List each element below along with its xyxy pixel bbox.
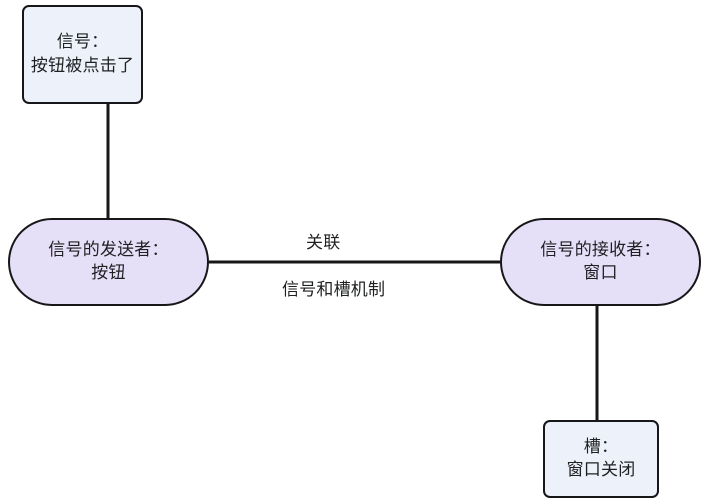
node-signal-receiver[interactable]: 信号的接收者： 窗口	[500, 218, 701, 306]
node-signal[interactable]: 信号： 按钮被点击了	[22, 5, 143, 104]
node-slot-line-2: 窗口关闭	[566, 460, 636, 480]
node-signal-line-2: 按钮被点击了	[30, 55, 135, 76]
node-signal-sender-line-1: 信号的发送者：	[48, 239, 169, 260]
node-signal-sender-line-2: 按钮	[91, 263, 126, 283]
node-signal-sender[interactable]: 信号的发送者： 按钮	[8, 218, 209, 306]
edge-label-association-above: 关联	[306, 233, 341, 253]
node-signal-receiver-line-1: 信号的接收者：	[540, 239, 661, 260]
node-slot[interactable]: 槽： 窗口关闭	[543, 420, 659, 498]
node-slot-line-1: 槽：	[583, 436, 619, 457]
node-signal-receiver-line-2: 窗口	[583, 263, 618, 283]
node-signal-line-1: 信号：	[56, 32, 109, 53]
edge-label-association-below: 信号和槽机制	[282, 280, 386, 300]
